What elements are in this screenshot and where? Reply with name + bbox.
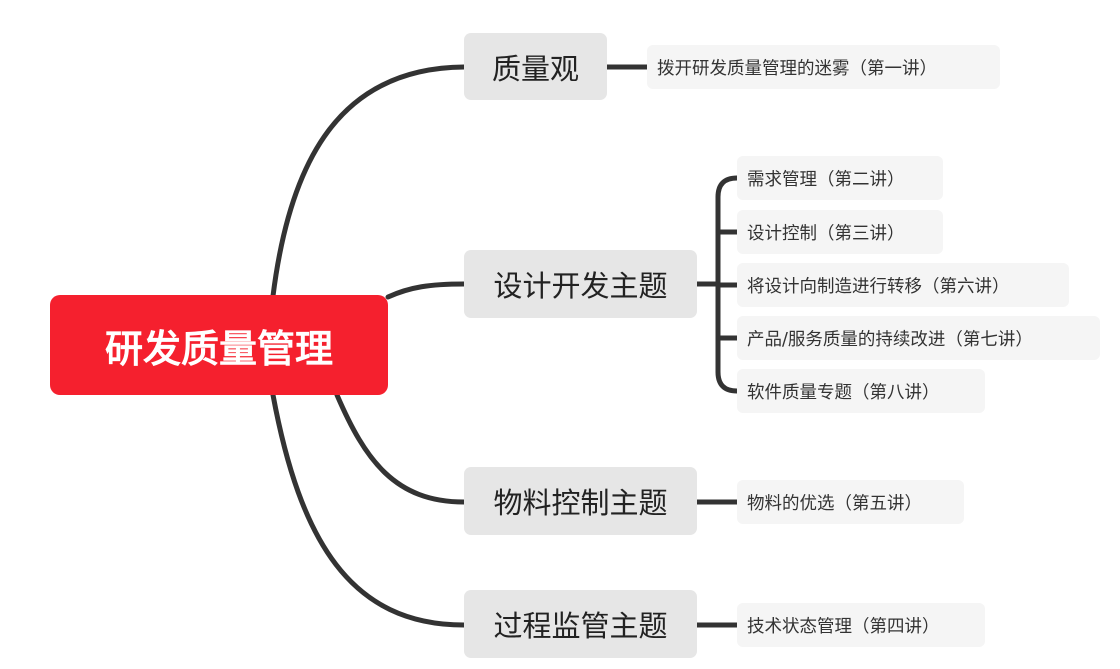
branch-quality-view[interactable]: 质量观: [464, 33, 607, 100]
leaf-lecture-6[interactable]: 将设计向制造进行转移（第六讲）: [737, 263, 1069, 307]
branch-material-control[interactable]: 物料控制主题: [464, 467, 697, 535]
branch-process-supervision[interactable]: 过程监管主题: [464, 590, 697, 658]
connector-root-design-dev: [385, 281, 467, 300]
connector-root-process: [270, 392, 467, 628]
connector-root-material: [334, 392, 467, 505]
leaf-lecture-2[interactable]: 需求管理（第二讲）: [737, 156, 943, 200]
leaf-lecture-7[interactable]: 产品/服务质量的持续改进（第七讲）: [737, 316, 1100, 360]
leaf-lecture-1[interactable]: 拨开研发质量管理的迷雾（第一讲）: [647, 45, 1000, 89]
leaf-lecture-4[interactable]: 技术状态管理（第四讲）: [737, 603, 985, 647]
branch-design-development[interactable]: 设计开发主题: [464, 250, 697, 318]
leaf-lecture-8[interactable]: 软件质量专题（第八讲）: [737, 369, 985, 413]
leaf-lecture-5[interactable]: 物料的优选（第五讲）: [737, 480, 964, 524]
leaf-lecture-3[interactable]: 设计控制（第三讲）: [737, 210, 943, 254]
root-node[interactable]: 研发质量管理: [50, 295, 388, 395]
connector-root-quality-view: [270, 64, 467, 299]
